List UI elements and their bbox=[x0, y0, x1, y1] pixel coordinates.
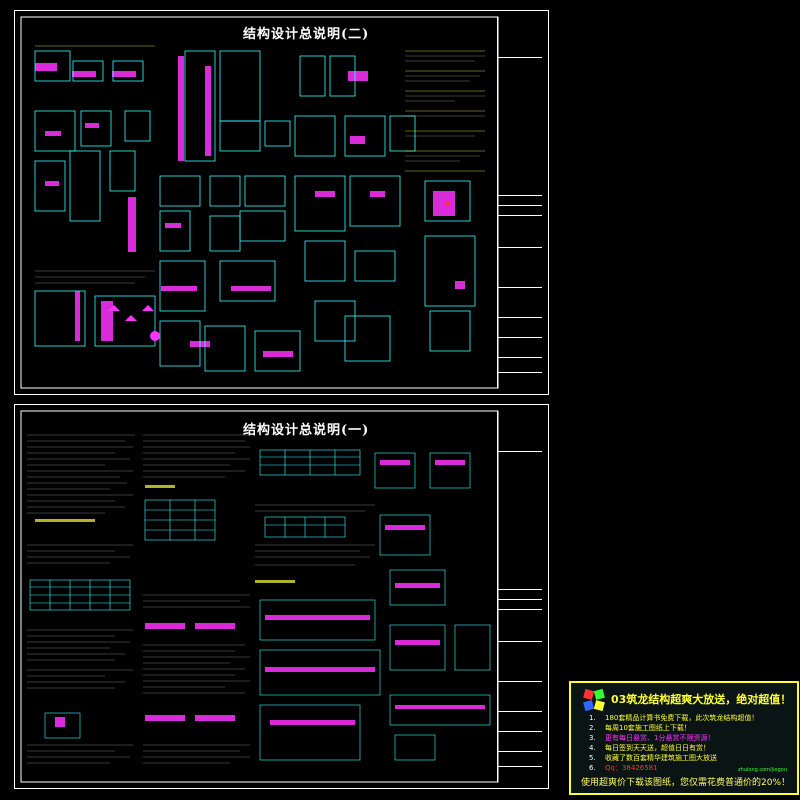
promo-footer[interactable]: 使用超爽价下载该图纸，您仅需花费普通价的20%！ bbox=[581, 778, 791, 788]
drawing-sheet-top: 结构设计总说明(二) bbox=[14, 10, 549, 395]
sheet-title: 结构设计总说明(二) bbox=[243, 27, 370, 42]
promo-item-text: Qq：38426581 bbox=[605, 764, 658, 772]
promo-title: 03筑龙结构超爽大放送，绝对超值！ bbox=[611, 693, 792, 706]
promo-banner[interactable]: 03筑龙结构超爽大放送，绝对超值！ 1. 180套精品计算书免费下载，此次筑龙结构… bbox=[569, 681, 799, 795]
promo-list: 1. 180套精品计算书免费下载，此次筑龙结构超值！ 2. 每周10套施工图纸上下载！… bbox=[589, 713, 758, 773]
sheet-title: 结构设计总说明(一) bbox=[243, 423, 370, 438]
cad-drawing-top bbox=[20, 16, 499, 389]
promo-item-number: 4. bbox=[589, 744, 596, 752]
promo-item-text: 收藏了数百套精华建筑施工图大放送 bbox=[605, 754, 717, 762]
promo-list-item: 6. Qq：38426581 bbox=[589, 763, 758, 773]
promo-item-number: 6. bbox=[589, 764, 596, 772]
promo-list-item: 3. 更有每日悬赏、1分悬赏不限资源！ bbox=[589, 733, 758, 743]
promo-tiny-text: zhulong.com/jiegou bbox=[738, 767, 787, 773]
promo-item-text: 每周10套施工图纸上下载！ bbox=[605, 724, 691, 732]
promo-list-item: 2. 每周10套施工图纸上下载！ bbox=[589, 723, 758, 733]
promo-item-number: 5. bbox=[589, 754, 596, 762]
promo-item-text: 每日签到天天送，超值日日有赏！ bbox=[605, 744, 710, 752]
promo-item-text: 更有每日悬赏、1分悬赏不限资源！ bbox=[605, 734, 715, 742]
promo-item-number: 2. bbox=[589, 724, 596, 732]
promo-item-number: 3. bbox=[589, 734, 596, 742]
promo-item-number: 1. bbox=[589, 714, 596, 722]
zhulong-logo-icon bbox=[583, 689, 605, 711]
promo-list-item: 4. 每日签到天天送，超值日日有赏！ bbox=[589, 743, 758, 753]
cad-drawing-bottom bbox=[20, 410, 499, 783]
promo-list-item: 1. 180套精品计算书免费下载，此次筑龙结构超值！ bbox=[589, 713, 758, 723]
promo-list-item: 5. 收藏了数百套精华建筑施工图大放送 bbox=[589, 753, 758, 763]
drawing-sheet-bottom: 结构设计总说明(一) bbox=[14, 404, 549, 789]
promo-item-text: 180套精品计算书免费下载，此次筑龙结构超值！ bbox=[605, 714, 759, 722]
